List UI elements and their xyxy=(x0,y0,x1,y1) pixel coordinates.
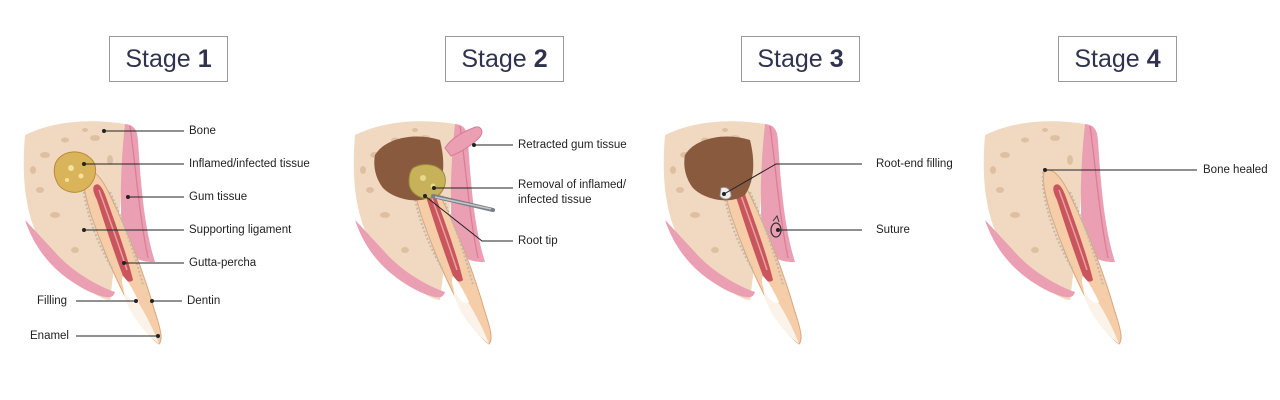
label-bone: Bone xyxy=(189,125,216,137)
label-removal-line1: Removal of inflamed/ xyxy=(518,179,627,191)
label-gutta-percha: Gutta-percha xyxy=(189,257,257,269)
label-gum-tissue: Gum tissue xyxy=(189,191,248,203)
label-removal-line2: infected tissue xyxy=(518,194,592,206)
label-supporting-ligament: Supporting ligament xyxy=(189,224,292,236)
label-dentin: Dentin xyxy=(187,295,221,307)
stage-number: 1 xyxy=(197,44,212,73)
stage-word: Stage xyxy=(125,44,191,73)
label-root-tip: Root tip xyxy=(518,235,558,247)
stage-word: Stage xyxy=(1074,44,1140,73)
label-enamel: Enamel xyxy=(30,330,69,342)
label-inflamed-tissue: Inflamed/infected tissue xyxy=(189,158,310,170)
stage-word: Stage xyxy=(461,44,527,73)
label-retracted-gum: Retracted gum tissue xyxy=(518,139,627,151)
stage-number: 4 xyxy=(1146,44,1161,73)
stage-word: Stage xyxy=(757,44,823,73)
stage-number: 3 xyxy=(829,44,844,73)
label-suture: Suture xyxy=(876,224,910,236)
stage-number: 2 xyxy=(533,44,548,73)
label-root-end-filling: Root-end filling xyxy=(876,158,953,170)
label-bone-healed: Bone healed xyxy=(1203,164,1268,176)
label-filling: Filling xyxy=(37,295,68,307)
